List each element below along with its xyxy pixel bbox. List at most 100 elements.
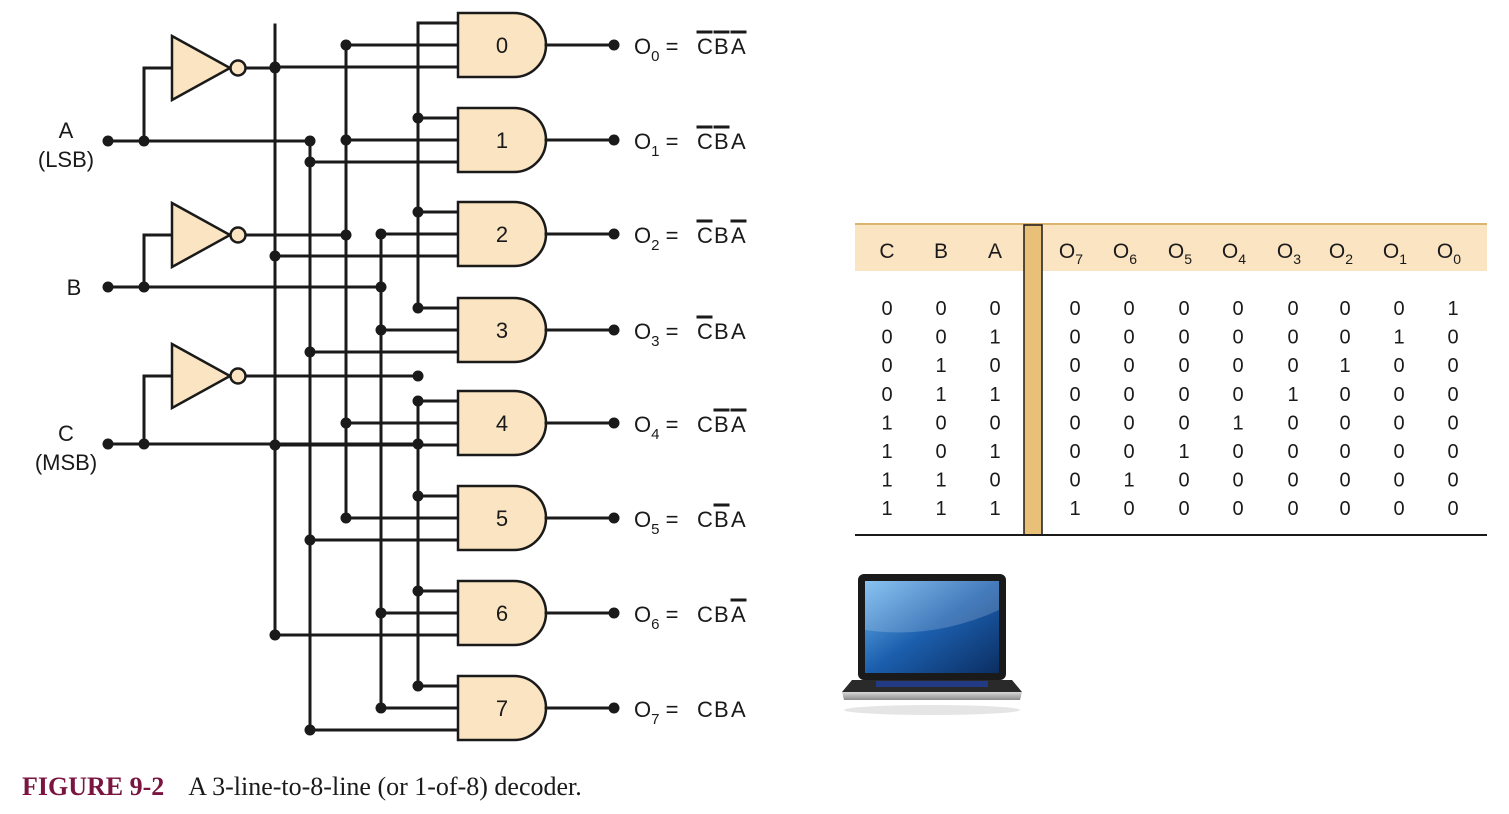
gate-label: 3 xyxy=(496,318,508,343)
table-cell-output: 0 xyxy=(1069,470,1080,492)
table-header-a: A xyxy=(988,240,1002,263)
table-cell-input: 1 xyxy=(989,327,1000,349)
table-cell-output: 0 xyxy=(1178,355,1189,377)
table-cell-input: 0 xyxy=(989,298,1000,320)
junction-dot xyxy=(304,156,316,168)
table-cell-output: 0 xyxy=(1232,298,1243,320)
table-cell-output: 1 xyxy=(1287,384,1298,406)
table-cell-output: 0 xyxy=(1287,298,1298,320)
table-cell-input: 0 xyxy=(935,412,946,434)
junction-dot xyxy=(412,370,424,382)
junction-dot xyxy=(412,490,424,502)
junction-dot xyxy=(340,39,352,51)
table-cell-input: 0 xyxy=(881,355,892,377)
table-cell-output: 0 xyxy=(1339,384,1350,406)
table-cell-output: 1 xyxy=(1339,355,1350,377)
junction-dot xyxy=(412,585,424,597)
table-cell-input: 0 xyxy=(881,327,892,349)
table-cell-output: 0 xyxy=(1287,355,1298,377)
junction-dot xyxy=(269,250,281,262)
table-cell-output: 0 xyxy=(1287,470,1298,492)
table-cell-output: 1 xyxy=(1123,470,1134,492)
output-terminal xyxy=(608,324,620,336)
table-cell-input: 0 xyxy=(989,412,1000,434)
table-cell-input: 1 xyxy=(935,470,946,492)
table-header-o4: O4 xyxy=(1222,240,1246,267)
table-cell-output: 0 xyxy=(1069,441,1080,463)
table-cell-output: 0 xyxy=(1123,412,1134,434)
and-gate-7 xyxy=(456,674,548,742)
table-cell-output: 0 xyxy=(1232,498,1243,520)
table-header-o0: O0 xyxy=(1437,240,1461,267)
table-cell-output: 1 xyxy=(1232,412,1243,434)
inverter-b xyxy=(170,200,233,270)
table-header-o5: O5 xyxy=(1168,240,1192,267)
junction-dot xyxy=(304,534,316,546)
output-terminal xyxy=(608,417,620,429)
output-terminal xyxy=(608,607,620,619)
input-label-b: B xyxy=(67,275,82,300)
table-header-o3: O3 xyxy=(1277,240,1301,267)
junction-dot xyxy=(269,629,281,641)
input-label-a: A xyxy=(59,118,74,143)
table-cell-output: 0 xyxy=(1339,441,1350,463)
table-cell-output: 0 xyxy=(1339,412,1350,434)
table-cell-output: 0 xyxy=(1232,441,1243,463)
junction-dot xyxy=(375,228,387,240)
junction-dot xyxy=(412,112,424,124)
table-cell-output: 1 xyxy=(1393,327,1404,349)
junction-dot xyxy=(375,702,387,714)
table-header-o2: O2 xyxy=(1329,240,1353,267)
table-divider xyxy=(1023,224,1043,536)
and-gate-6 xyxy=(456,579,548,647)
table-cell-output: 0 xyxy=(1339,298,1350,320)
table-cell-input: 1 xyxy=(881,412,892,434)
and-gate-2 xyxy=(456,200,548,268)
table-cell-input: 1 xyxy=(881,498,892,520)
gate-label: 5 xyxy=(496,506,508,531)
table-cell-output: 0 xyxy=(1178,470,1189,492)
table-header-b: B xyxy=(934,240,948,263)
table-cell-output: 1 xyxy=(1178,441,1189,463)
and-gate-5 xyxy=(456,484,548,552)
gate-label: 0 xyxy=(496,33,508,58)
table-cell-input: 1 xyxy=(989,441,1000,463)
table-cell-output: 0 xyxy=(1339,498,1350,520)
junction-dot xyxy=(304,724,316,736)
table-cell-output: 1 xyxy=(1447,298,1458,320)
table-cell-output: 0 xyxy=(1069,384,1080,406)
gate-label: 2 xyxy=(496,222,508,247)
table-cell-output: 0 xyxy=(1123,441,1134,463)
junction-dot xyxy=(412,302,424,314)
table-cell-output: 0 xyxy=(1123,498,1134,520)
table-cell-input: 0 xyxy=(881,298,892,320)
table-cell-output: 0 xyxy=(1178,498,1189,520)
junction-dot xyxy=(375,281,387,293)
table-cell-output: 0 xyxy=(1123,355,1134,377)
input-label-c: C xyxy=(58,421,74,446)
table-cell-output: 0 xyxy=(1232,470,1243,492)
table-header-c: C xyxy=(879,240,894,263)
table-cell-output: 0 xyxy=(1339,327,1350,349)
junction-dot xyxy=(375,324,387,336)
table-cell-output: 0 xyxy=(1447,470,1458,492)
table-cell-output: 0 xyxy=(1123,298,1134,320)
junction-dot xyxy=(412,680,424,692)
table-cell-output: 0 xyxy=(1393,441,1404,463)
inverter-a xyxy=(170,33,233,103)
table-cell-input: 1 xyxy=(989,498,1000,520)
input-note-a: (LSB) xyxy=(38,147,94,172)
junction-dot xyxy=(340,417,352,429)
output-terminal xyxy=(608,512,620,524)
table-cell-output: 0 xyxy=(1178,327,1189,349)
table-header-band xyxy=(855,225,1487,271)
table-cell-output: 0 xyxy=(1447,384,1458,406)
table-cell-input: 0 xyxy=(881,384,892,406)
table-cell-output: 0 xyxy=(1232,384,1243,406)
junction-dot xyxy=(340,229,352,241)
table-cell-output: 0 xyxy=(1232,327,1243,349)
